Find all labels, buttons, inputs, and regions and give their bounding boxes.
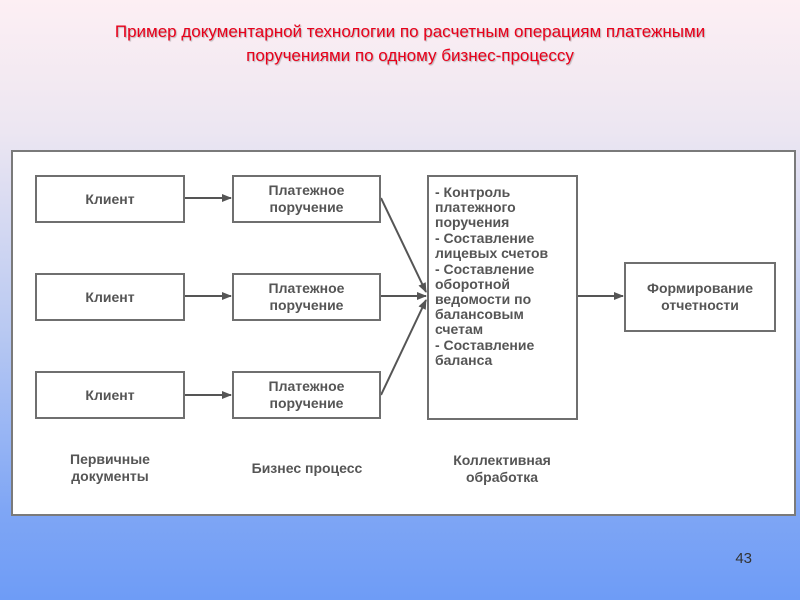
processing-item-turnover: - Составление оборотной ведомости по бал… [435, 261, 535, 337]
reporting-label: Формирование отчетности [647, 280, 753, 313]
processing-item-accounts: - Составление лицевых счетов [435, 230, 549, 261]
column-label-primary: Первичные документы [70, 451, 150, 484]
payment-order-box-1: Платежное поручение [232, 175, 381, 223]
client-box-1: Клиент [35, 175, 185, 223]
payment-order-label-2: Платежное поручение [268, 280, 345, 313]
payment-order-label-1: Платежное поручение [268, 182, 345, 215]
payment-order-box-3: Платежное поручение [232, 371, 381, 419]
slide-title: Пример документарной технологии по расче… [40, 20, 780, 68]
client-label-1: Клиент [85, 190, 135, 207]
client-label-2: Клиент [85, 288, 135, 305]
page-number: 43 [735, 550, 752, 567]
collective-processing-box: - Контроль платежного поручения - Состав… [427, 175, 578, 420]
payment-order-box-2: Платежное поручение [232, 273, 381, 321]
arrow-order-3-to-processing [380, 299, 427, 396]
client-box-2: Клиент [35, 273, 185, 321]
payment-order-label-3: Платежное поручение [268, 378, 345, 411]
processing-item-control: - Контроль платежного поручения [435, 184, 516, 230]
reporting-box: Формирование отчетности [624, 262, 776, 332]
client-label-3: Клиент [85, 386, 135, 403]
column-label-business: Бизнес процесс [251, 460, 363, 476]
arrow-order-1-to-processing [380, 197, 427, 293]
client-box-3: Клиент [35, 371, 185, 419]
slide-title-line-2: поручениями по одному бизнес-процессу [246, 46, 574, 65]
processing-item-balance: - Составление баланса [435, 337, 535, 368]
slide-title-line-1: Пример документарной технологии по расче… [114, 22, 706, 41]
column-label-collective: Коллективная обработка [453, 452, 551, 485]
